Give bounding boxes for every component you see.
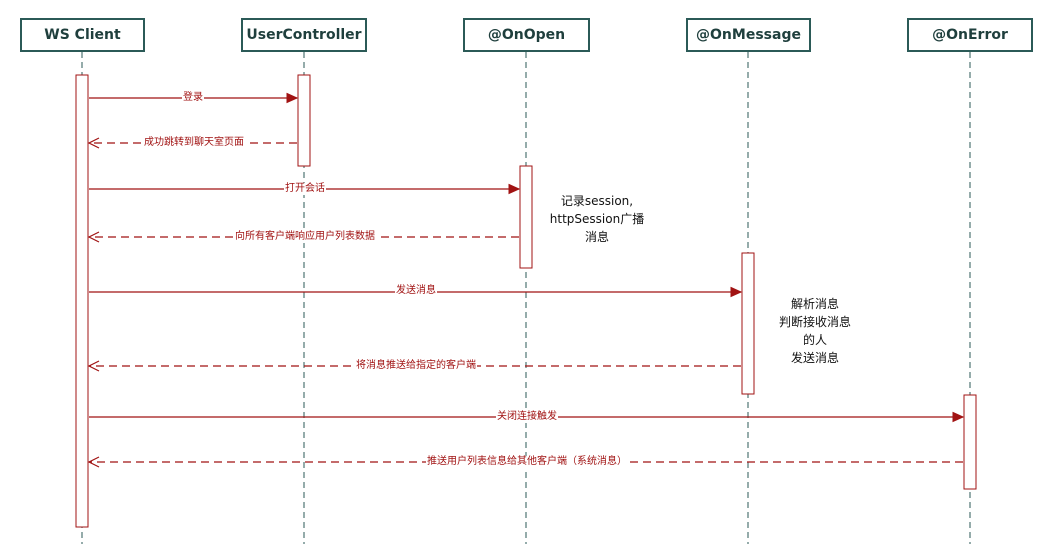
participant-ws-client: WS Client — [20, 18, 145, 52]
arrowhead-filled-7 — [952, 411, 965, 423]
message-label-login: 登录 — [182, 92, 204, 104]
message-label-system-message: 推送用户列表信息给其他客户端（系统消息） — [426, 456, 628, 468]
note-on-open: 记录session, httpSession广播 消息 — [549, 194, 645, 244]
participant-label: @OnOpen — [487, 27, 566, 43]
message-label-close-connection: 关闭连接触发 — [496, 411, 558, 423]
participant-user-controller: UserController — [241, 18, 367, 52]
arrowhead-open-4 — [87, 231, 100, 243]
participant-label: @OnMessage — [696, 27, 801, 43]
message-label-push-message: 将消息推送给指定的客户端 — [355, 360, 477, 372]
message-label-open-session: 打开会话 — [284, 183, 326, 195]
participant-label: WS Client — [44, 27, 121, 43]
arrowhead-filled-5 — [730, 286, 743, 298]
participant-label: UserController — [246, 27, 362, 43]
activation-bar-ws-client — [75, 74, 89, 528]
participant-label: @OnError — [932, 27, 1008, 43]
activation-bar-on-error — [963, 394, 977, 490]
participant-on-error: @OnError — [907, 18, 1033, 52]
message-label-send-message: 发送消息 — [395, 285, 437, 297]
participant-on-message: @OnMessage — [686, 18, 811, 52]
note-on-message: 解析消息 判断接收消息 的人 发送消息 — [778, 297, 852, 365]
activation-bar-user-controller — [297, 74, 311, 167]
participant-on-open: @OnOpen — [463, 18, 590, 52]
activation-bar-on-open — [519, 165, 533, 269]
message-label-login-success: 成功跳转到聊天室页面 — [143, 137, 245, 149]
message-label-user-list-response: 向所有客户端响应用户列表数据 — [234, 231, 376, 243]
arrowhead-filled-1 — [286, 92, 299, 104]
arrowhead-open-8 — [87, 456, 100, 468]
arrowhead-open-2 — [87, 137, 100, 149]
arrowhead-filled-3 — [508, 183, 521, 195]
activation-bar-on-message — [741, 252, 755, 395]
arrowhead-open-6 — [87, 360, 100, 372]
